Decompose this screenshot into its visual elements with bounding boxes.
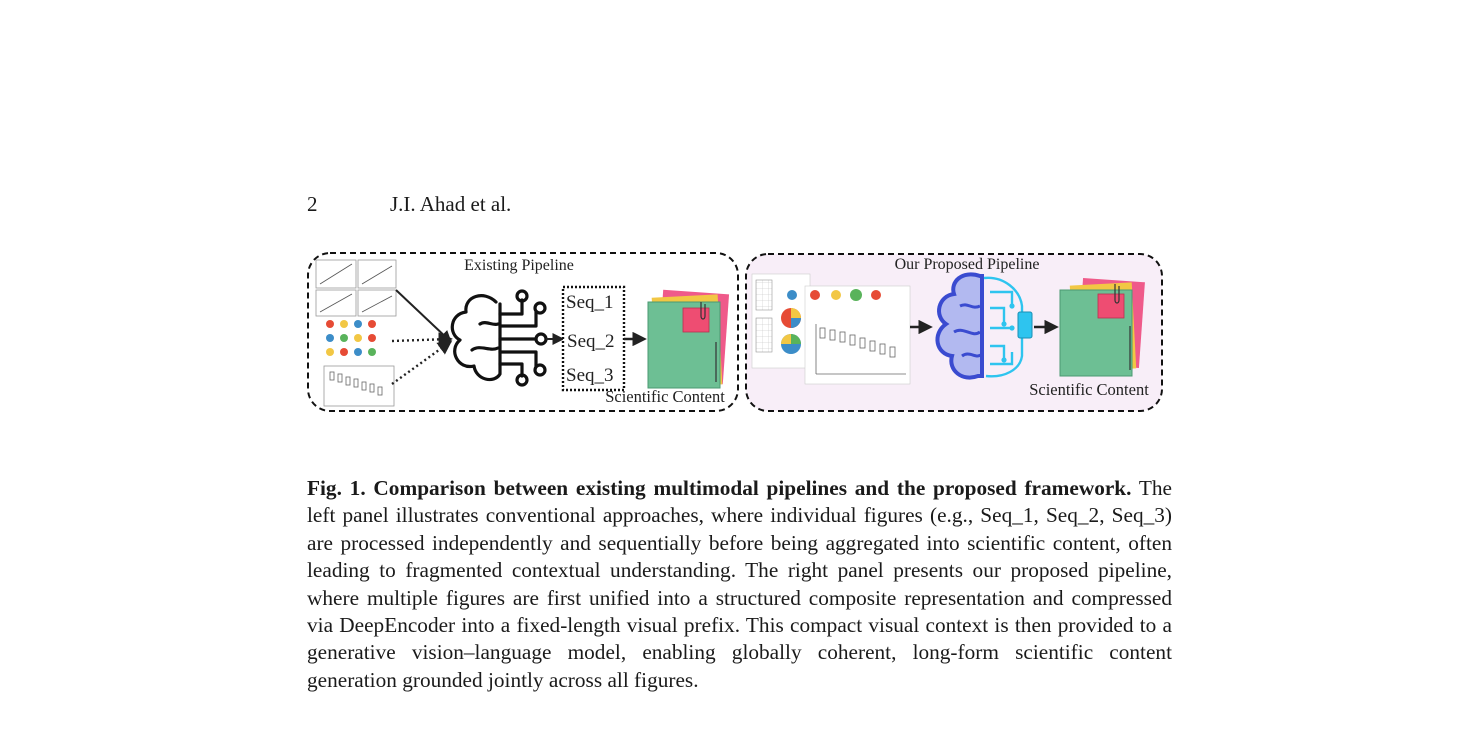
proposed-pipeline-title: Our Proposed Pipeline xyxy=(895,256,1040,273)
pipeline-comparison-figure: Existing Pipeline xyxy=(307,252,1163,412)
existing-pipeline-panel: Existing Pipeline xyxy=(307,252,739,412)
caption-title: Comparison between existing multimodal p… xyxy=(373,476,1132,500)
pie-chart-icon xyxy=(781,289,881,354)
sequence-label-2: Seq_2 xyxy=(567,331,615,352)
proposed-pipeline-panel: Our Proposed Pipeline xyxy=(745,253,1163,412)
existing-output-label: Scientific Content xyxy=(605,387,725,406)
page-number: 2 xyxy=(307,192,318,216)
pie-chart-icon xyxy=(326,320,376,356)
document-stack-icon xyxy=(1059,277,1145,377)
brain-chip-icon xyxy=(935,272,1033,380)
sequence-label-1: Seq_1 xyxy=(566,292,614,313)
brain-network-icon xyxy=(450,289,548,387)
document-stack-icon xyxy=(647,289,730,389)
composite-figure-thumbnail xyxy=(751,273,911,385)
running-head: 2 J.I. Ahad et al. xyxy=(307,190,511,218)
boxplot-thumbnail-icon xyxy=(323,365,395,407)
caption-label: Fig. 1. xyxy=(307,476,366,500)
paperclip-icon xyxy=(1114,284,1120,304)
caption-body: The left panel illustrates conventional … xyxy=(307,476,1172,692)
proposed-output-label: Scientific Content xyxy=(1029,380,1149,399)
existing-pipeline-title: Existing Pipeline xyxy=(464,257,574,274)
running-head-authors: J.I. Ahad et al. xyxy=(390,192,512,216)
figure-caption: Fig. 1. Comparison between existing mult… xyxy=(307,475,1172,694)
sequence-label-3: Seq_3 xyxy=(566,365,614,386)
chart-thumbnail-icon xyxy=(315,259,397,317)
paperclip-icon xyxy=(700,302,706,320)
